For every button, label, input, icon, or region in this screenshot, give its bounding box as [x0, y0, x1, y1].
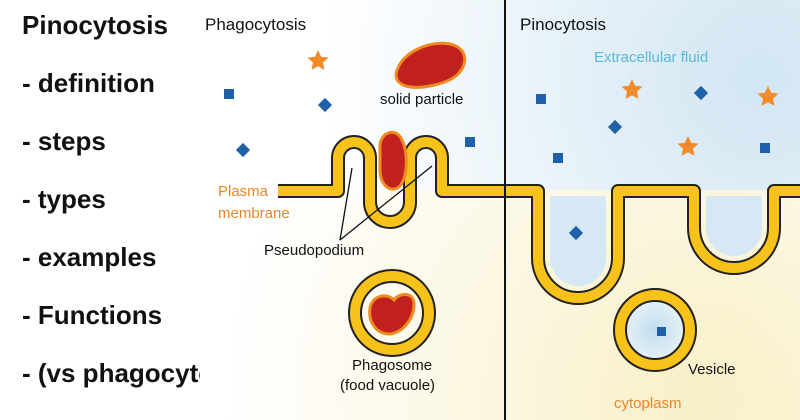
pinocytosis-heading: Pinocytosis	[520, 15, 606, 34]
solute-square	[465, 137, 475, 147]
solute-square	[317, 97, 333, 113]
star-shape	[757, 86, 779, 106]
star-shape	[621, 79, 643, 99]
solute-square	[760, 143, 770, 153]
extracellular-fluid-label: Extracellular fluid	[594, 49, 708, 66]
endocytosis-diagram: Phagocytosis Pinocytosis Extracellular f…	[200, 0, 800, 420]
solute-square	[568, 225, 584, 241]
solute-square	[224, 89, 234, 99]
pseudopodium-label: Pseudopodium	[264, 242, 364, 259]
engulfed-particle	[378, 130, 408, 191]
pinocytosis-pocket-fluid	[706, 196, 762, 256]
topic-functions: - Functions	[22, 300, 163, 330]
solid-particle	[394, 41, 467, 89]
plasma-membrane-label: Plasma	[218, 183, 269, 200]
solute-square	[693, 85, 709, 101]
phagosome-label: Phagosome	[352, 357, 432, 374]
topic-title: Pinocytosis	[22, 10, 168, 40]
plasma-membrane	[278, 135, 800, 305]
solute-square	[657, 327, 666, 336]
topic-types: - types	[22, 184, 106, 214]
topic-list: Pinocytosis - definition - steps - types…	[0, 0, 259, 420]
phagocytosis-heading: Phagocytosis	[205, 15, 306, 34]
star-shape	[307, 50, 329, 70]
plasma-membrane-label: membrane	[218, 205, 290, 222]
cytoplasm-label: cytoplasm	[614, 395, 682, 412]
solute-square	[536, 94, 546, 104]
solid-particle-label: solid particle	[380, 91, 463, 108]
vesicle-label: Vesicle	[688, 361, 736, 378]
topic-steps: - steps	[22, 126, 106, 156]
topic-examples: - examples	[22, 242, 157, 272]
phagosome	[348, 269, 436, 357]
phagosome-particle	[368, 293, 416, 336]
pseudopodium-pointer	[339, 165, 433, 241]
extracellular-background	[200, 0, 800, 210]
pinocytosis-pocket-fluid	[550, 196, 606, 286]
solute-square	[553, 153, 563, 163]
vesicle	[613, 288, 697, 372]
pseudopodium-pointer	[339, 167, 353, 241]
topic-definition: - definition	[22, 68, 155, 98]
solute-square	[607, 119, 623, 135]
star-shape	[677, 136, 699, 156]
solute-square	[235, 142, 251, 158]
phagosome-sublabel: (food vacuole)	[340, 377, 435, 394]
